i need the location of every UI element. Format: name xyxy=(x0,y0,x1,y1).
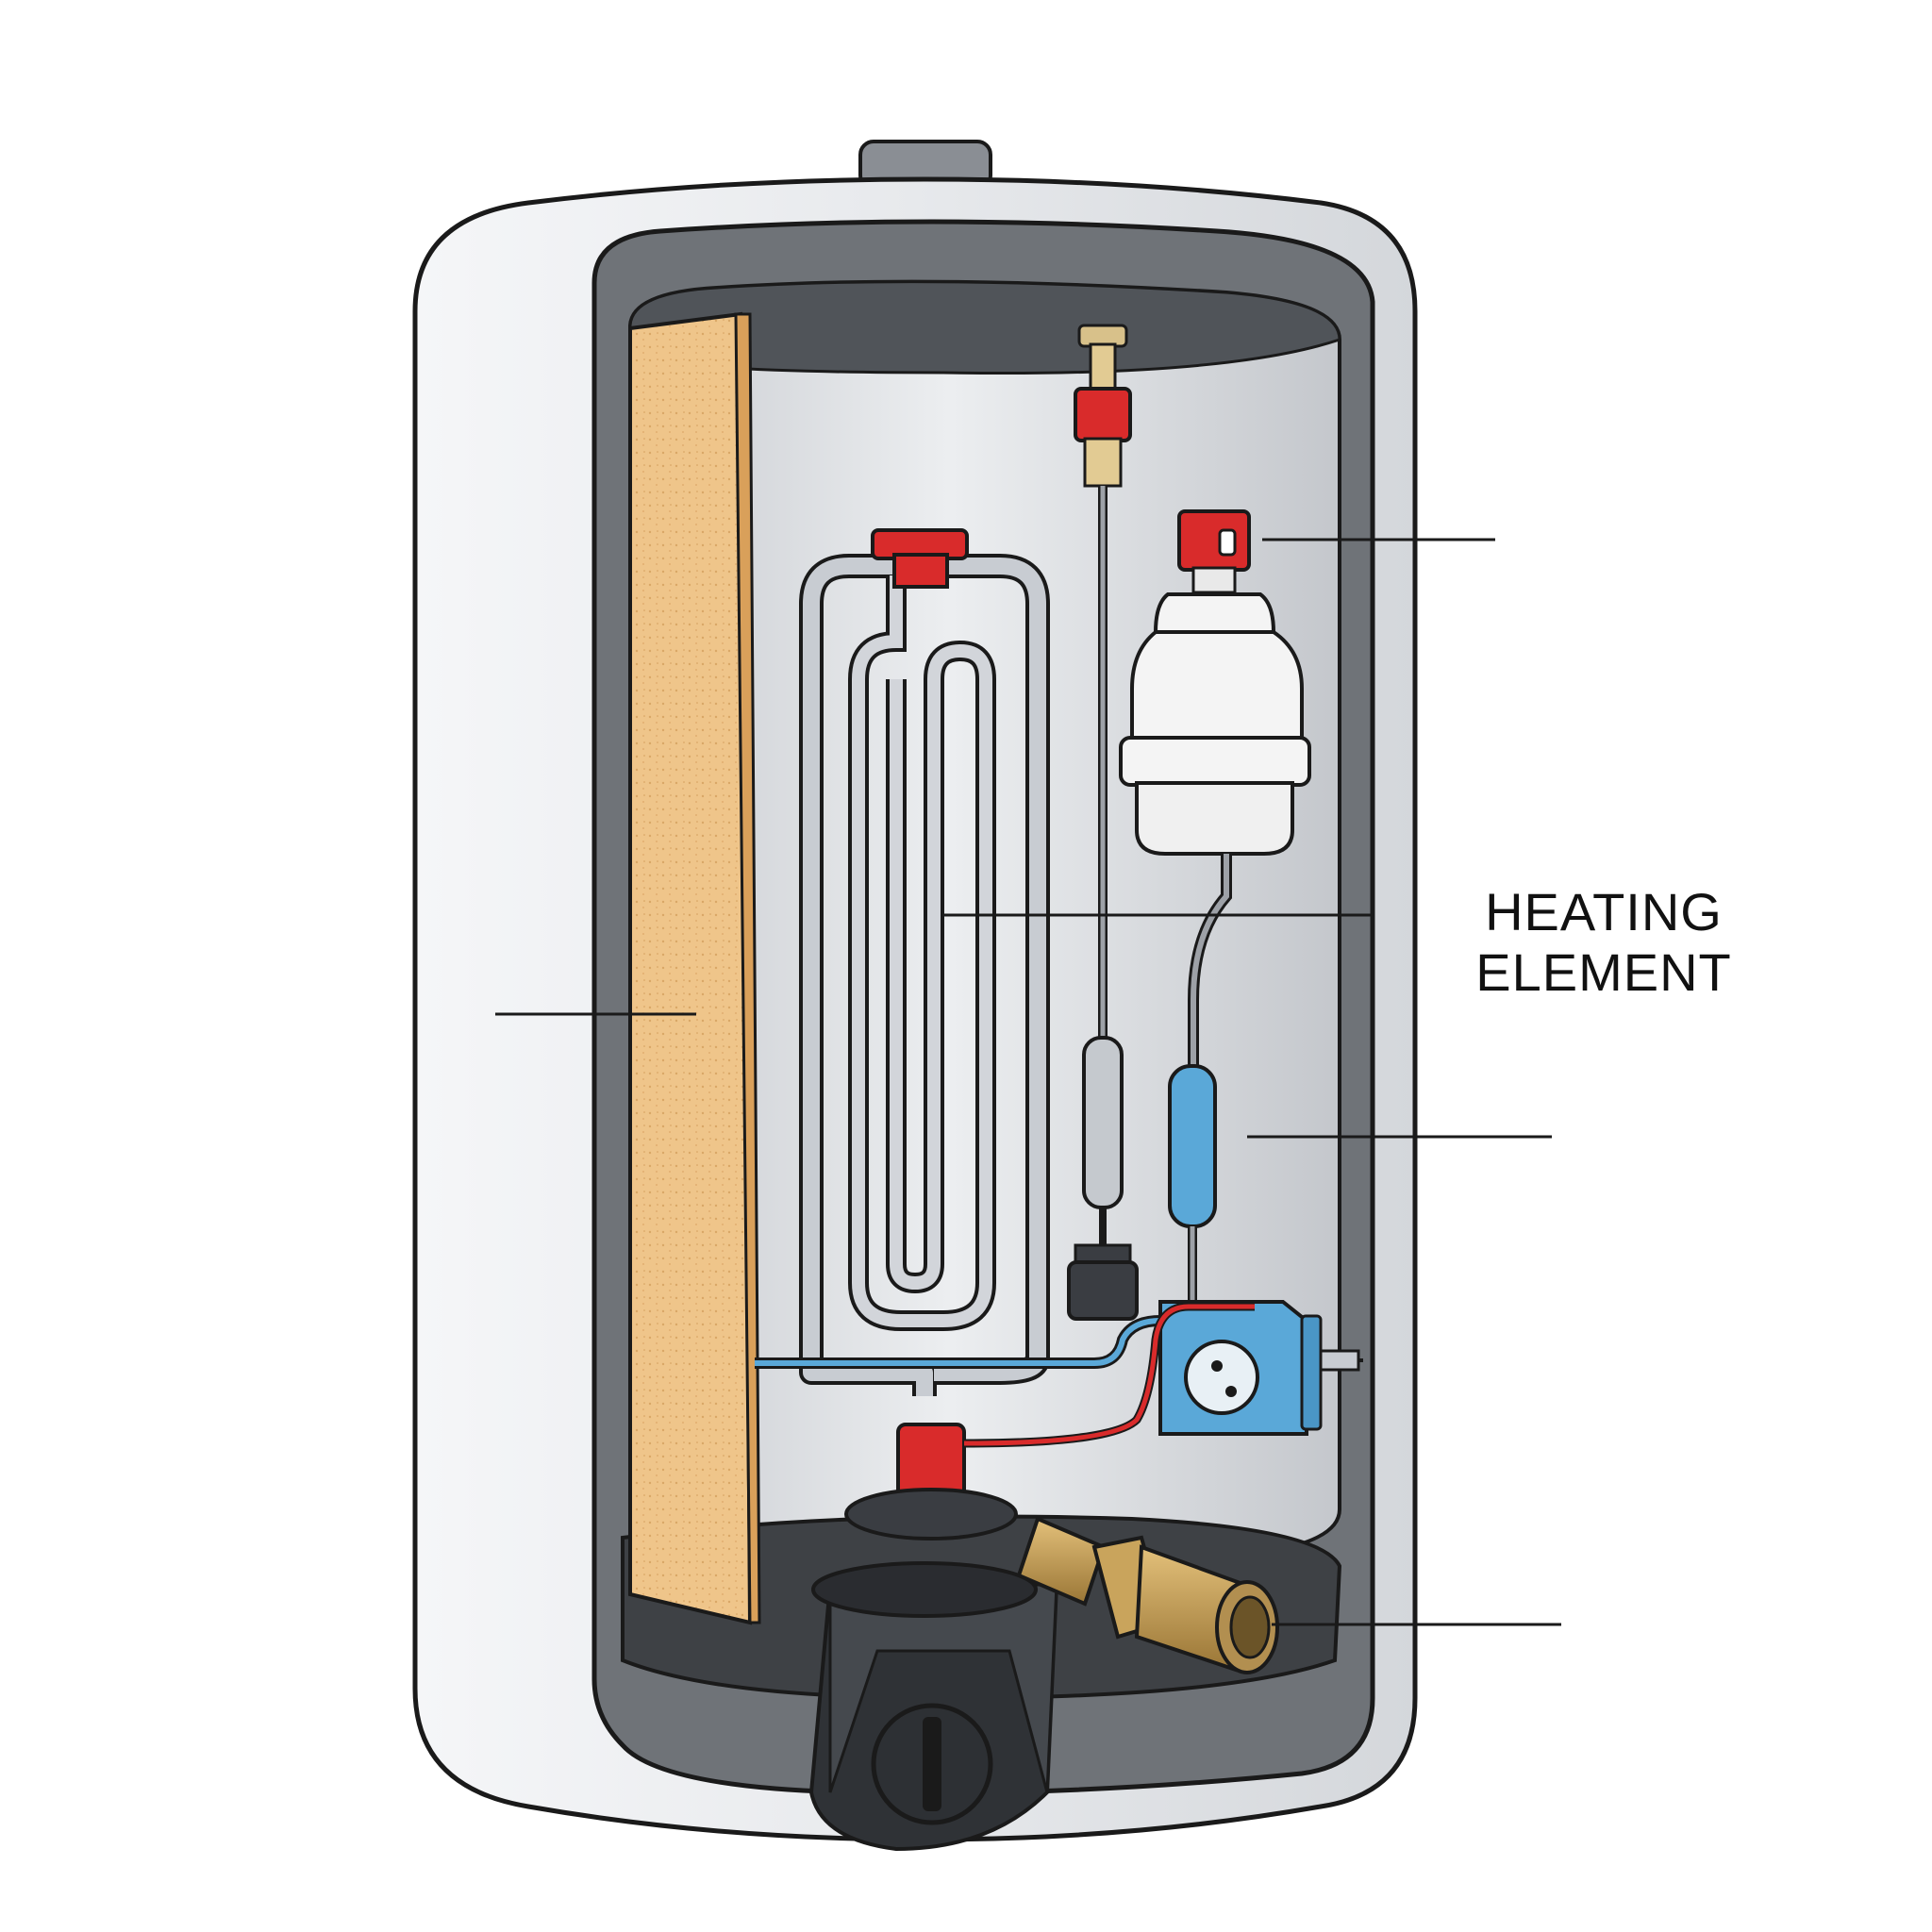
thermostat-probe-rod xyxy=(1067,324,1139,1321)
brass-outlet-pipe xyxy=(1016,1516,1279,1674)
heating-element-label: HEATING ELEMENT xyxy=(1475,882,1732,1002)
insulation-panel xyxy=(628,311,761,1625)
heating-element-label-line2: ELEMENT xyxy=(1475,942,1732,1002)
cold-water-line xyxy=(755,1315,1161,1369)
drain-valve-knob xyxy=(871,1703,993,1825)
control-box xyxy=(1158,1300,1363,1436)
leader-lines xyxy=(495,538,1561,1626)
heating-element xyxy=(798,528,1050,1541)
heating-element-label-line1: HEATING xyxy=(1485,882,1723,941)
red-wire xyxy=(963,1302,1255,1448)
thermostat-unit xyxy=(1119,509,1311,1302)
